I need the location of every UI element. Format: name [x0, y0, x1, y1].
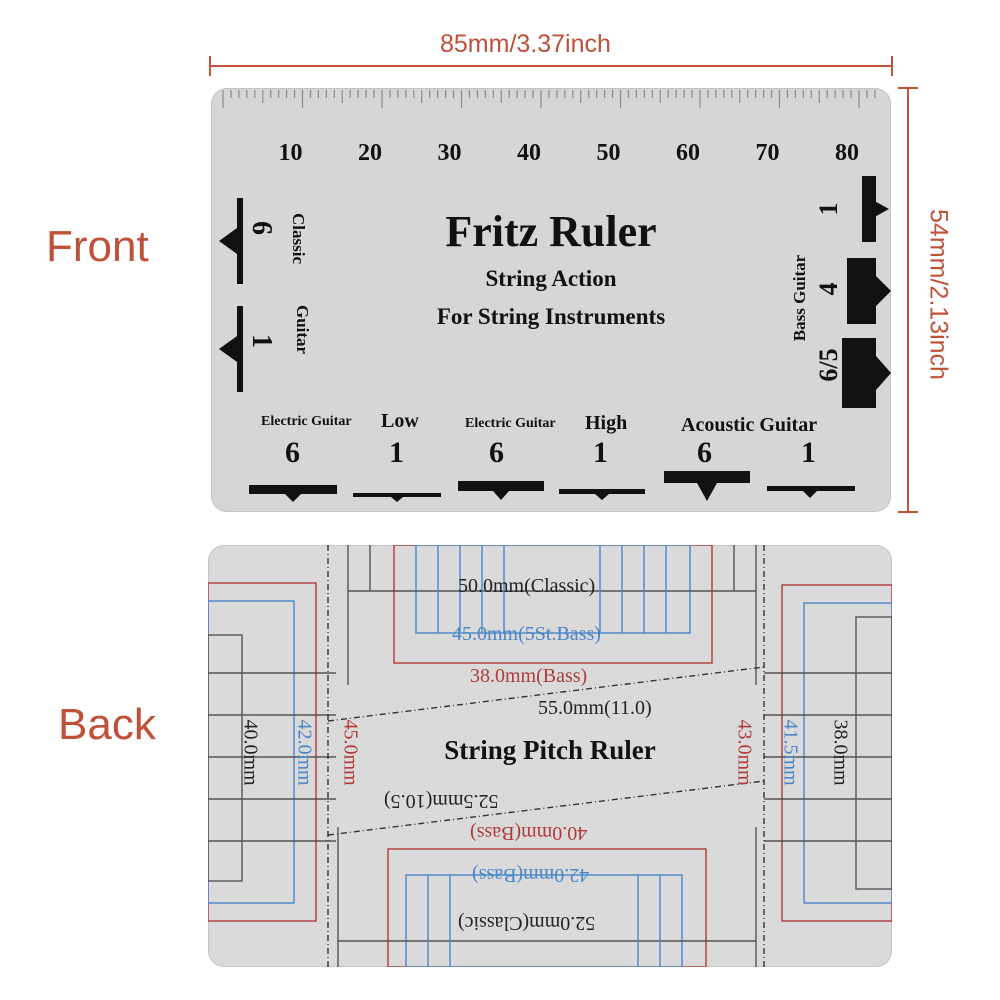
electric-high-name: Electric Guitar: [465, 416, 556, 431]
ruler-number: 70: [756, 140, 780, 166]
height-dimension: 54mm/2.13inch: [924, 209, 953, 380]
front-card: 10 20 30 40 50 60 70 80: [211, 88, 891, 512]
electric-low-n2: 1: [389, 436, 404, 469]
label-42mm: 42.0mm: [293, 719, 316, 786]
electric-high-extra: High: [585, 412, 628, 434]
ruler-number: 60: [676, 140, 700, 166]
front-title: Fritz Ruler: [445, 207, 657, 256]
back-title: String Pitch Ruler: [444, 735, 656, 765]
label-42-bass: 42.0mm(Bass): [472, 864, 590, 886]
bass-num-4: 4: [814, 282, 843, 296]
electric-low-name: Electric Guitar: [261, 414, 352, 429]
label-52-classic: 52.0mm(Classic): [458, 912, 596, 934]
bass-guitar-markers: [842, 176, 891, 408]
acoustic-n2: 1: [801, 436, 816, 469]
back-card: String Pitch Ruler 50.0mm(Classic) 45.0m…: [208, 545, 892, 967]
label-38-bass: 38.0mm(Bass): [470, 665, 588, 687]
classic-guitar-markers: [219, 198, 243, 392]
acoustic-n1: 6: [697, 436, 712, 469]
bass-num-1: 1: [814, 202, 843, 216]
classic-num-bottom: 1: [246, 334, 277, 348]
label-50-classic: 50.0mm(Classic): [458, 575, 596, 597]
electric-high-n2: 1: [593, 436, 608, 469]
electric-low-n1: 6: [285, 436, 300, 469]
label-38mm: 38.0mm: [829, 719, 852, 786]
back-label: Back: [58, 700, 156, 749]
label-41-5mm: 41.5mm: [779, 719, 802, 786]
label-52-5: 52.5mm(10.5): [384, 790, 499, 812]
back-card-grid: [208, 545, 892, 967]
bass-label: Bass Guitar: [790, 254, 809, 342]
electric-low-extra: Low: [381, 410, 419, 432]
ruler-number: 30: [438, 140, 462, 166]
front-card-graphics: 10 20 30 40 50 60 70 80: [219, 90, 891, 502]
classic-label-2: Guitar: [293, 305, 312, 355]
classic-num-top: 6: [246, 221, 277, 235]
label-40-bass: 40.0mm(Bass): [470, 822, 588, 844]
bottom-action-bars: [249, 471, 855, 502]
label-55: 55.0mm(11.0): [538, 697, 652, 719]
front-subtitle-2: For String Instruments: [436, 304, 666, 329]
classic-label-1: Classic: [289, 213, 308, 264]
width-dimension: 85mm/3.37inch: [440, 30, 611, 58]
acoustic-name: Acoustic Guitar: [681, 414, 818, 436]
label-40mm: 40.0mm: [239, 719, 262, 786]
ruler-number: 40: [517, 140, 541, 166]
ruler-number: 10: [279, 140, 303, 166]
label-43mm: 43.0mm: [733, 719, 756, 786]
ruler-number: 50: [597, 140, 621, 166]
ruler-number: 20: [358, 140, 382, 166]
label-45mm: 45.0mm: [339, 719, 362, 786]
label-45-5st-bass: 45.0mm(5St.Bass): [452, 623, 601, 645]
ruler-number: 80: [835, 140, 859, 166]
electric-high-n1: 6: [489, 436, 504, 469]
front-label: Front: [46, 222, 149, 271]
front-subtitle-1: String Action: [485, 266, 617, 291]
bass-num-6-5: 6/5: [814, 348, 843, 382]
